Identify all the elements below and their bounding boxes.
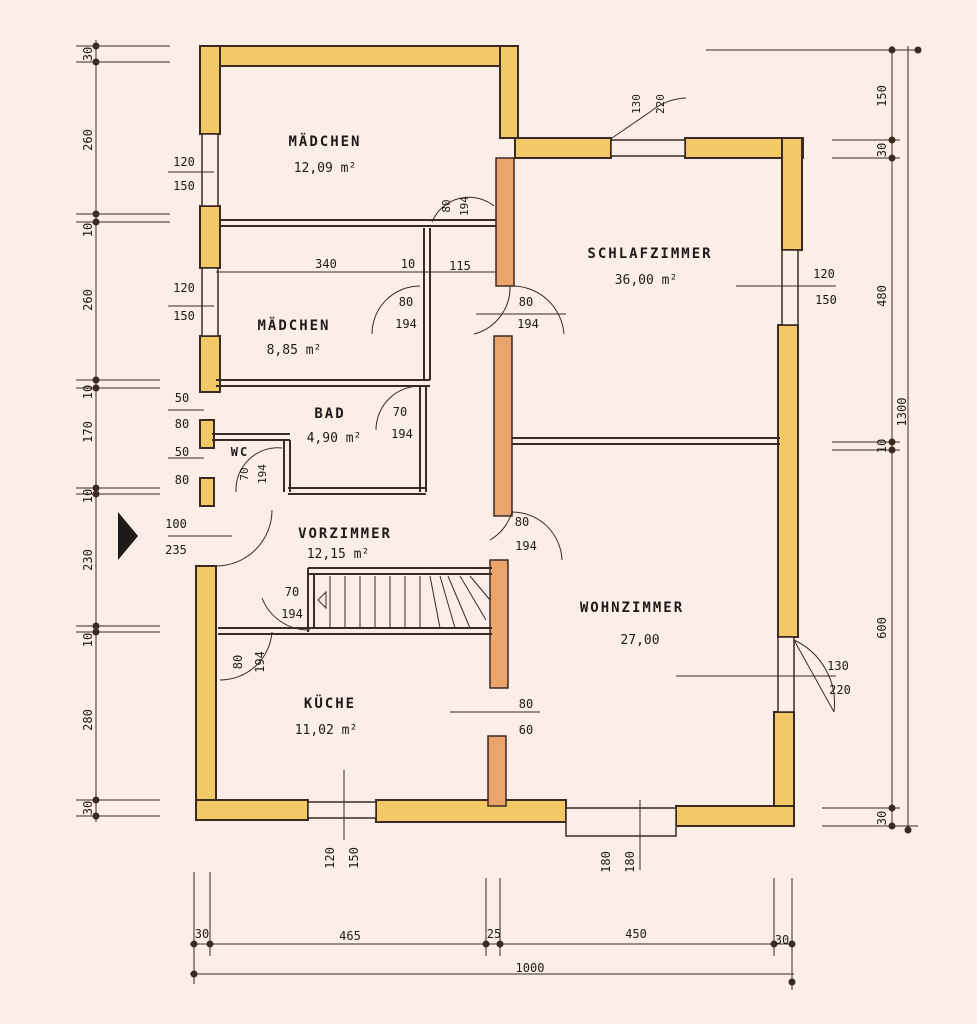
dim-window-maedchen1-height: 150 bbox=[173, 179, 195, 193]
dims-bottom: 30 465 25 450 30 1000 bbox=[195, 927, 789, 975]
dim-left-8: 10 bbox=[81, 633, 95, 647]
dim-entry-b: 235 bbox=[165, 543, 187, 557]
staircase bbox=[317, 575, 491, 629]
dim-pass-b: 60 bbox=[519, 723, 533, 737]
dim-left-1: 260 bbox=[81, 129, 95, 151]
room-name-wohnzimmer: WOHNZIMMER bbox=[580, 600, 684, 616]
room-name-vorzimmer: VORZIMMER bbox=[298, 526, 392, 542]
room-area-bad: 4,90 m² bbox=[307, 431, 362, 446]
dim-door-bad-a: 70 bbox=[393, 405, 407, 419]
dim-door-maedchen1-a: 80 bbox=[440, 199, 453, 212]
dim-window-schlaf-b: 150 bbox=[815, 293, 837, 307]
dim-left-4: 10 bbox=[81, 385, 95, 399]
dim-window-schlaf-a: 120 bbox=[813, 267, 835, 281]
dim-right-total: 1300 bbox=[895, 398, 909, 427]
room-area-kueche: 11,02 m² bbox=[295, 723, 358, 738]
room-name-schlafzimmer: SCHLAFZIMMER bbox=[587, 246, 712, 262]
dim-door-wc-b: 194 bbox=[256, 464, 269, 484]
dim-pass-a: 80 bbox=[519, 697, 533, 711]
room-area-vorzimmer: 12,15 m² bbox=[307, 547, 370, 562]
dim-window-kueche-b: 150 bbox=[347, 847, 361, 869]
exterior-walls bbox=[195, 45, 804, 827]
dim-left-7: 230 bbox=[81, 549, 95, 571]
dim-bottom-3: 450 bbox=[625, 927, 647, 941]
dim-bottom-2: 25 bbox=[487, 927, 501, 941]
dim-door-bad-b: 194 bbox=[391, 427, 413, 441]
entrance-arrow-icon bbox=[118, 512, 138, 560]
dim-top-door-b: 220 bbox=[654, 94, 667, 114]
dim-door-wohn-a: 80 bbox=[515, 515, 529, 529]
dim-door-maedchen2-a: 80 bbox=[399, 295, 413, 309]
dim-window-wc-a: 50 bbox=[175, 445, 189, 459]
dims-right: 150 30 480 10 600 30 1300 bbox=[875, 85, 909, 825]
room-name-bad: BAD bbox=[314, 406, 345, 422]
dim-window-maedchen1-width: 120 bbox=[173, 155, 195, 169]
dim-left-2: 10 bbox=[81, 223, 95, 237]
dim-entry-a: 100 bbox=[165, 517, 187, 531]
room-name-maedchen-1: MÄDCHEN bbox=[288, 133, 361, 150]
dim-left-0: 30 bbox=[81, 47, 95, 61]
dim-door-kueche-a: 80 bbox=[231, 655, 245, 669]
dims-left: 30 260 10 260 10 170 10 230 10 280 30 bbox=[81, 47, 95, 815]
dim-left-9: 280 bbox=[81, 709, 95, 731]
dim-window-maedchen2-height: 150 bbox=[173, 309, 195, 323]
dim-right-0: 150 bbox=[875, 85, 889, 107]
dim-right-1: 30 bbox=[875, 143, 889, 157]
dim-bottom-total: 1000 bbox=[516, 961, 545, 975]
dim-door-kueche-b: 194 bbox=[253, 651, 267, 673]
dim-door-maedchen1-b: 194 bbox=[458, 196, 471, 216]
dim-left-3: 260 bbox=[81, 289, 95, 311]
room-area-wohnzimmer: 27,00 bbox=[620, 633, 659, 648]
dim-window-kueche-a: 120 bbox=[323, 847, 337, 869]
dim-door-wohn-b: 194 bbox=[515, 539, 537, 553]
room-labels: MÄDCHEN 12,09 m² MÄDCHEN 8,85 m² SCHLAFZ… bbox=[231, 133, 712, 738]
dim-door-maedchen2-b: 194 bbox=[395, 317, 417, 331]
dim-left-10: 30 bbox=[81, 801, 95, 815]
dim-window-bad-a: 50 bbox=[175, 391, 189, 405]
dim-door-schlaf-a: 80 bbox=[519, 295, 533, 309]
room-area-maedchen-2: 8,85 m² bbox=[267, 343, 322, 358]
dim-door-stair-a: 70 bbox=[285, 585, 299, 599]
room-name-wc: WC bbox=[231, 445, 249, 459]
dim-window-maedchen2-width: 120 bbox=[173, 281, 195, 295]
opening-dims: 120 150 120 150 50 80 50 80 100 235 130 … bbox=[165, 94, 851, 873]
dim-top-door-a: 130 bbox=[630, 94, 643, 114]
dim-door-schlaf-b: 194 bbox=[517, 317, 539, 331]
dim-bottom-1: 465 bbox=[339, 929, 361, 943]
dim-right-2: 480 bbox=[875, 285, 889, 307]
room-name-kueche: KÜCHE bbox=[304, 694, 356, 712]
dim-wohn-door-b: 220 bbox=[829, 683, 851, 697]
room-name-maedchen-2: MÄDCHEN bbox=[257, 317, 330, 334]
room-area-schlafzimmer: 36,00 m² bbox=[615, 273, 678, 288]
dim-window-bad-b: 80 bbox=[175, 417, 189, 431]
dim-interior-340: 340 bbox=[315, 257, 337, 271]
dim-window-wc-b: 80 bbox=[175, 473, 189, 487]
dim-bottom-4: 30 bbox=[775, 933, 789, 947]
dim-interior-115: 115 bbox=[449, 259, 471, 273]
dim-right-3: 10 bbox=[875, 439, 889, 453]
dim-left-5: 170 bbox=[81, 421, 95, 443]
dim-wohn-door-a: 130 bbox=[827, 659, 849, 673]
dim-left-6: 10 bbox=[81, 489, 95, 503]
dim-window-wohn-b: 180 bbox=[623, 851, 637, 873]
room-area-maedchen-1: 12,09 m² bbox=[294, 161, 357, 176]
dim-door-wc-a: 70 bbox=[238, 467, 251, 480]
dim-right-4: 600 bbox=[875, 617, 889, 639]
windows bbox=[201, 133, 799, 837]
partition-walls bbox=[212, 219, 780, 635]
dimension-lines bbox=[76, 40, 922, 990]
dim-right-5: 30 bbox=[875, 811, 889, 825]
dim-window-wohn-a: 180 bbox=[599, 851, 613, 873]
interior-walls bbox=[487, 157, 515, 807]
dim-bottom-0: 30 bbox=[195, 927, 209, 941]
dim-interior-10: 10 bbox=[401, 257, 415, 271]
dim-door-stair-b: 194 bbox=[281, 607, 303, 621]
